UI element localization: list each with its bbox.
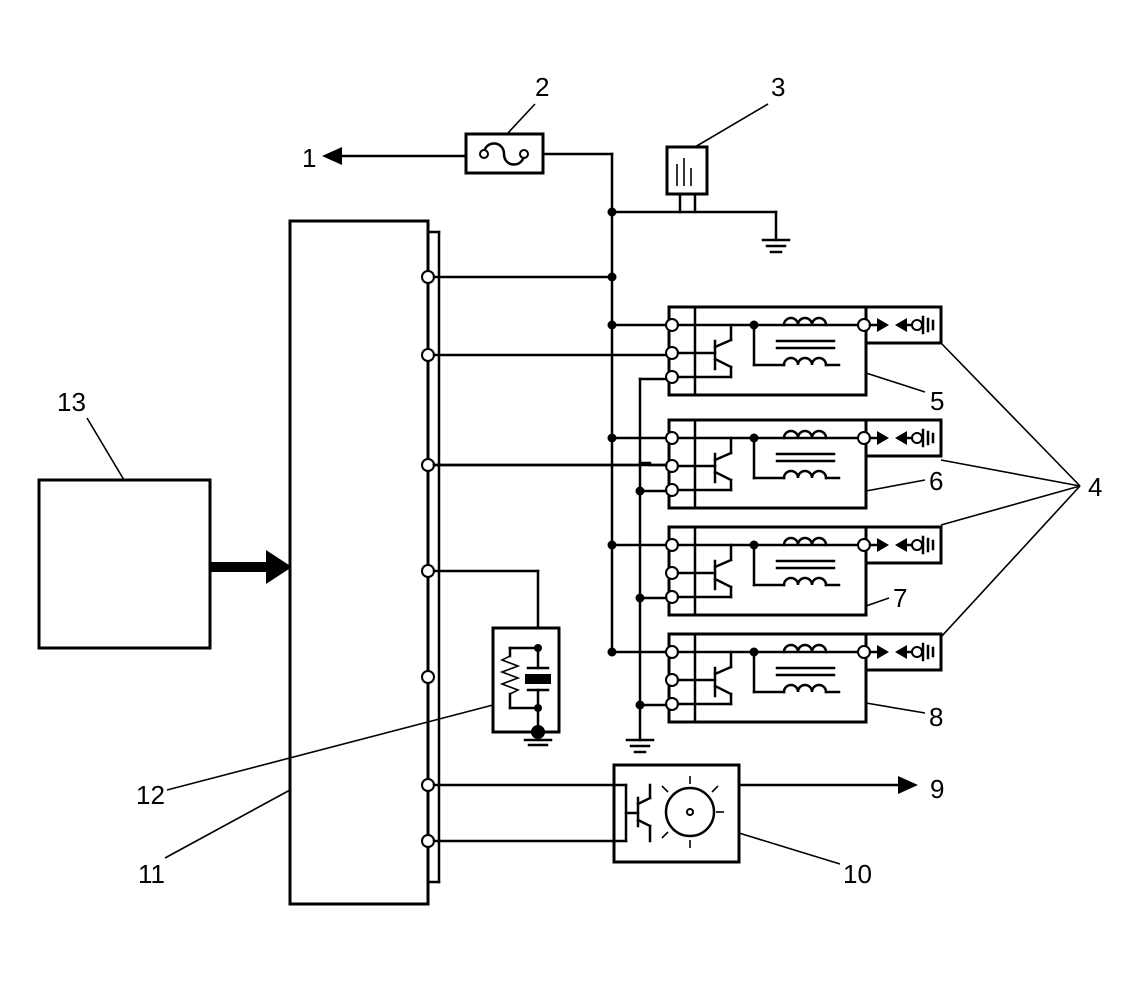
power-feed-arrow [322, 147, 468, 165]
callout-13: 13 [57, 387, 86, 417]
callout-10: 10 [843, 859, 872, 889]
callout-7: 7 [893, 583, 907, 613]
callout-4: 4 [1088, 472, 1102, 502]
coil-module-6 [664, 418, 943, 510]
control-module-11 [288, 219, 441, 906]
callout-2: 2 [535, 72, 549, 102]
sensor-10 [432, 763, 918, 864]
leader-lines [86, 103, 1081, 865]
callout-9: 9 [930, 774, 944, 804]
coil-module-5 [664, 305, 943, 397]
callout-8: 8 [929, 702, 943, 732]
supply-bus-wiring [432, 152, 668, 657]
sensor-12 [432, 569, 561, 747]
callout-11: 11 [138, 859, 165, 889]
callout-1: 1 [302, 143, 316, 173]
suppressor-3 [610, 145, 791, 254]
callout-3: 3 [771, 72, 785, 102]
module-ground-bus [625, 377, 668, 754]
callout-5: 5 [930, 386, 944, 416]
data-flow-arrow [210, 550, 292, 584]
trigger-signal-wiring [432, 353, 668, 467]
callout-6: 6 [929, 466, 943, 496]
callout-12: 12 [136, 780, 165, 810]
component-13-box [37, 478, 212, 650]
fuse-2 [464, 132, 545, 175]
